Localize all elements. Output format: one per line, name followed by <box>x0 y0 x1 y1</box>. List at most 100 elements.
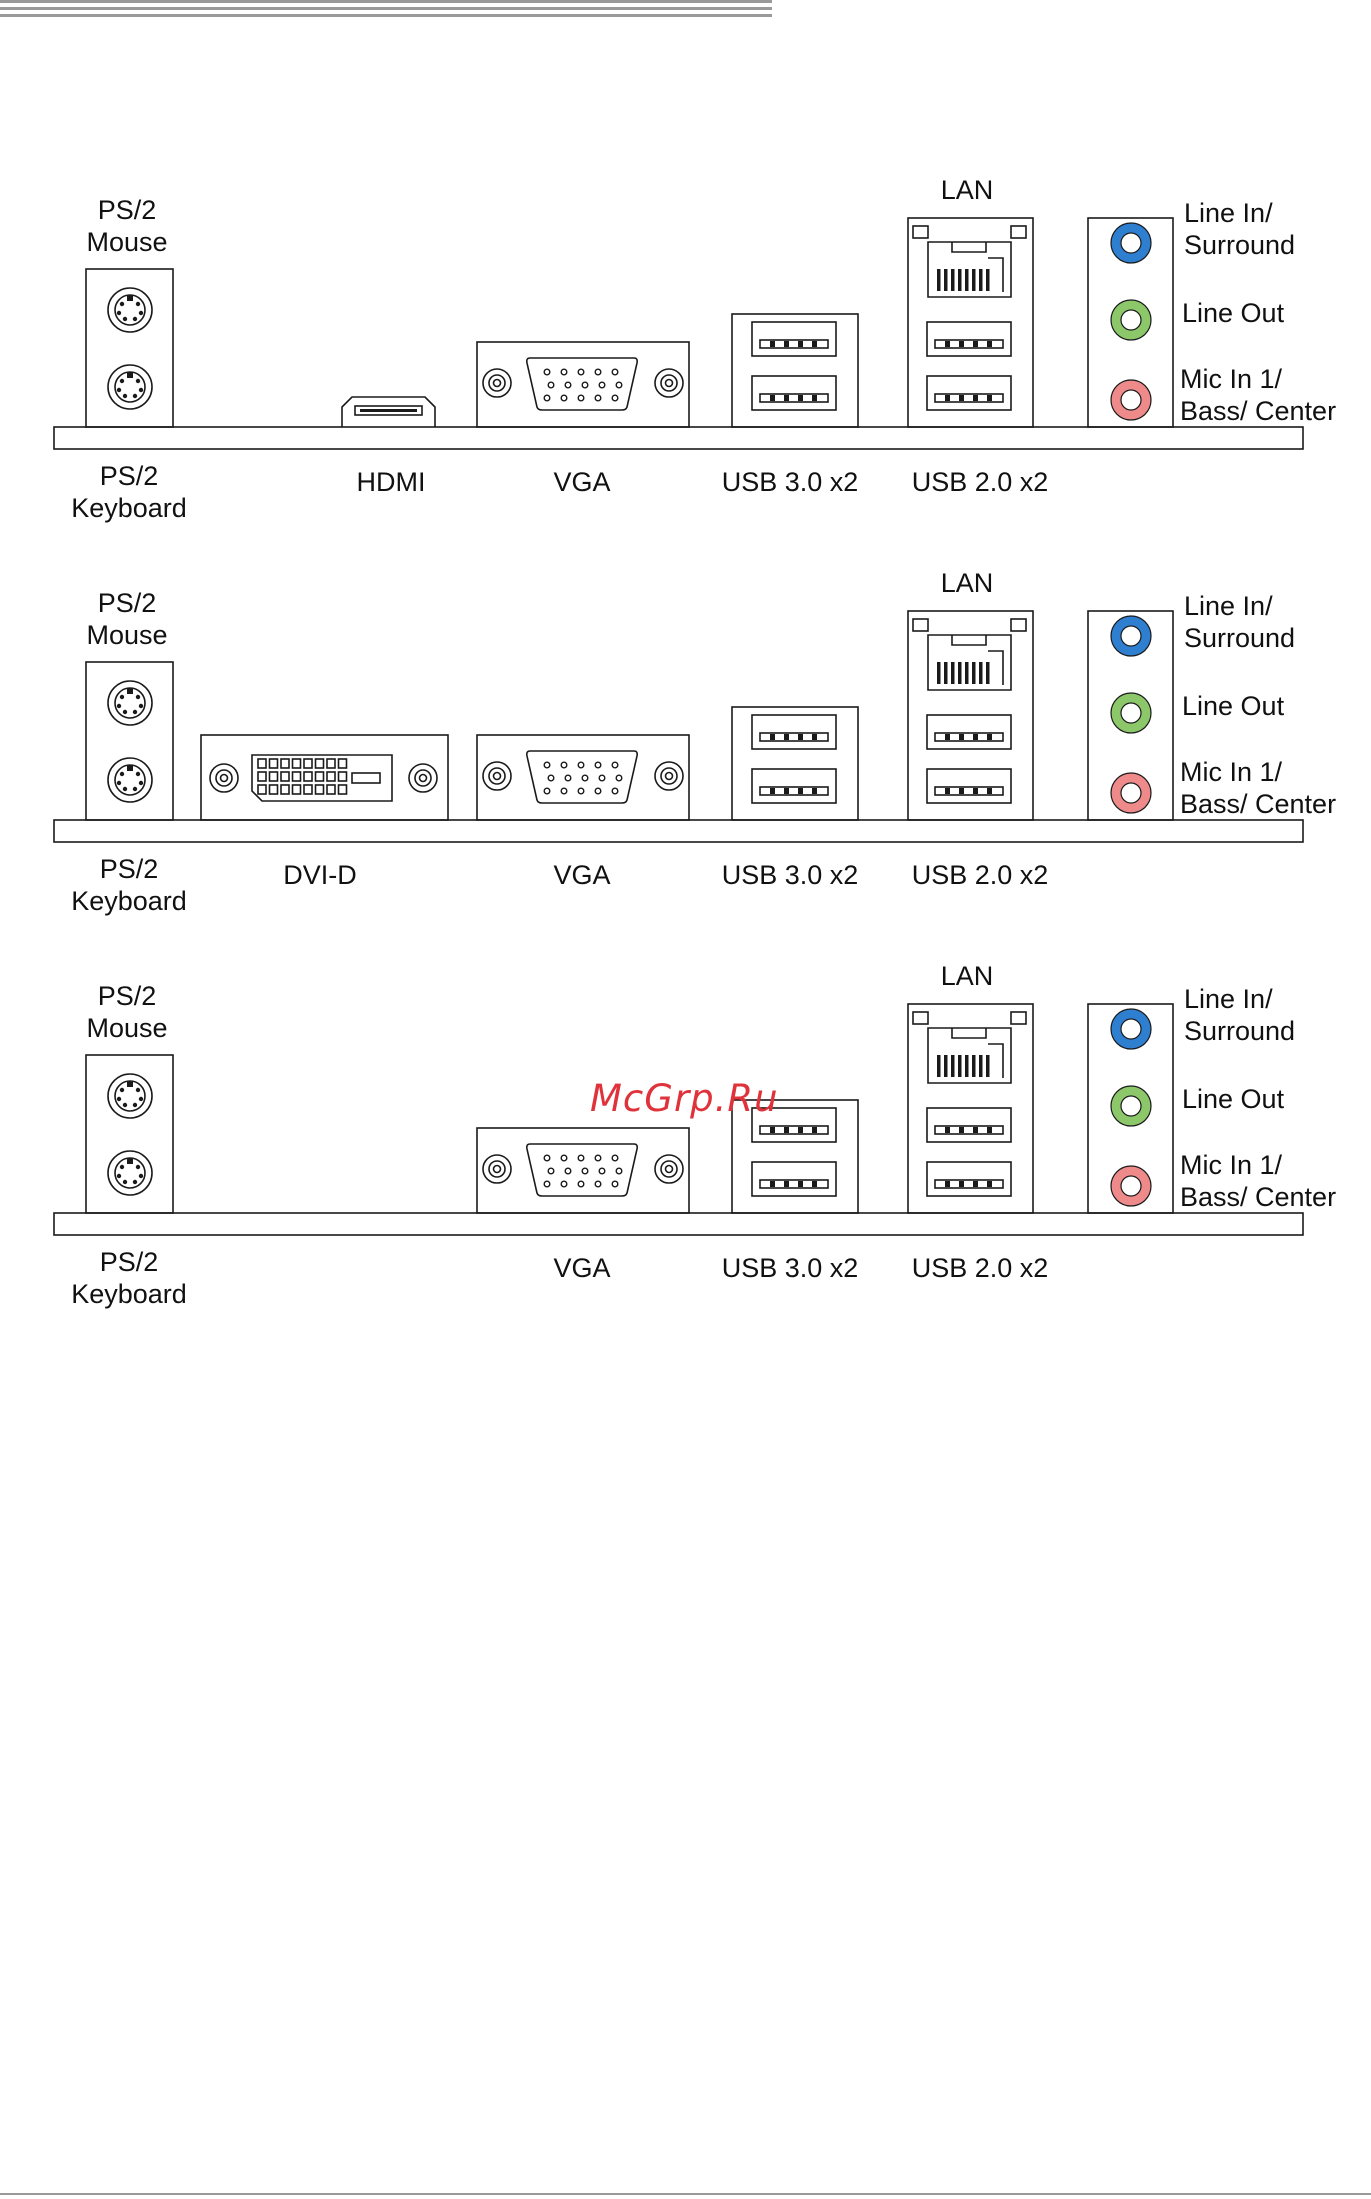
vga-pin <box>594 368 602 376</box>
lan-contact <box>972 269 976 291</box>
vga-pin <box>577 394 585 402</box>
dvi-pin <box>337 784 348 795</box>
vga-pin <box>560 368 568 376</box>
ps2-mouse-port-pin <box>132 316 138 322</box>
ps2-keyboard-port-pin <box>135 771 141 777</box>
usb3-port-top-contact <box>770 341 775 347</box>
vga-pin <box>560 394 568 402</box>
dvi-pin <box>280 771 290 782</box>
usb2-label: USB 2.0 x2 <box>911 1253 1049 1283</box>
vga-screw-right-inner <box>660 767 678 785</box>
vga-screw-right <box>654 761 684 791</box>
usb2-port-top-contact <box>973 1127 978 1133</box>
io-panel-hdmi: PS/2 Mouse PS/2 Keyboard HDMI VGA USB 3.… <box>0 175 1371 540</box>
mic-in-label: Mic In 1/ Bass/ Center <box>1180 757 1337 819</box>
vga-pin <box>564 1167 572 1175</box>
ps2-bracket <box>85 1054 174 1214</box>
lan-contact <box>958 1055 962 1077</box>
line-out-label: Line Out <box>1182 1084 1285 1114</box>
vga-screw-right-core <box>664 378 674 388</box>
mic-in-jack-hole <box>1120 782 1142 804</box>
usb2-port-bottom-tongue <box>934 393 1004 403</box>
lan-led-right <box>1010 1011 1027 1025</box>
ps2-mouse-port-key <box>127 688 133 694</box>
vga-pin <box>543 787 551 795</box>
usb2-port-bottom-contact <box>959 1181 964 1187</box>
ps2-mouse-port <box>107 680 153 726</box>
dvi-screw-right <box>408 763 438 793</box>
lan-spring <box>988 257 1004 292</box>
ps2-mouse-port-pin <box>132 1102 138 1108</box>
line-out-jack-hole <box>1120 1095 1142 1117</box>
vga-pin <box>594 1154 602 1162</box>
vga-shell <box>526 750 638 804</box>
ps2-keyboard-port-pin <box>116 387 122 393</box>
usb3-port-top-contact <box>812 1127 817 1133</box>
mic-in-label: Mic In 1/ Bass/ Center <box>1180 1150 1337 1212</box>
line-out-label: Line Out <box>1182 691 1285 721</box>
ps2-keyboard-label: PS/2 Keyboard <box>71 854 187 916</box>
vga-pin <box>564 381 572 389</box>
usb3-port-top-tongue <box>759 339 829 349</box>
vga-pin <box>543 368 551 376</box>
dvi-pin <box>257 784 267 795</box>
vga-pin <box>547 774 555 782</box>
usb3-label: USB 3.0 x2 <box>721 1253 859 1283</box>
dvi-screw-left-core <box>219 773 229 783</box>
vga-screw-right <box>654 1154 684 1184</box>
usb2-port-bottom-contact <box>945 788 950 794</box>
lan-usb2-bracket <box>907 1003 1034 1214</box>
dvi-shell <box>251 754 393 802</box>
usb3-port-top-contact <box>798 341 803 347</box>
dvi-pin <box>280 758 290 769</box>
usb2-port-top-contact <box>987 1127 992 1133</box>
ps2-bracket <box>85 661 174 821</box>
vga-pin <box>564 774 572 782</box>
usb3-port-bottom-contact <box>770 395 775 401</box>
vga-pin <box>581 1167 589 1175</box>
vga-screw-right <box>654 368 684 398</box>
vga-label: VGA <box>553 467 611 497</box>
usb2-port-bottom-contact <box>973 788 978 794</box>
vga-screw-right-inner <box>660 1160 678 1178</box>
lan-port <box>927 241 1012 298</box>
usb2-port-top-tongue <box>934 1125 1004 1135</box>
hdmi-label: HDMI <box>356 467 426 497</box>
usb3-port-bottom-tongue <box>759 786 829 796</box>
usb3-port-top-contact <box>798 1127 803 1133</box>
hdmi-contacts <box>360 409 417 412</box>
ps2-mouse-label: PS/2 Mouse <box>86 588 168 650</box>
lan-led-right <box>1010 225 1027 239</box>
lan-contact <box>937 269 941 291</box>
usb2-label: USB 2.0 x2 <box>911 467 1049 497</box>
usb2-port-bottom-contact <box>973 1181 978 1187</box>
usb2-port-top <box>926 1107 1012 1143</box>
lan-contact <box>937 1055 941 1077</box>
dvi-pin <box>303 771 313 782</box>
ps2-mouse-port-pin <box>135 301 141 307</box>
vga-screw-left <box>482 761 512 791</box>
usb3-port-bottom-tongue <box>759 1179 829 1189</box>
ps2-keyboard-port-pin <box>116 1173 122 1179</box>
usb2-port-bottom-contact <box>987 395 992 401</box>
vga-pin <box>577 368 585 376</box>
ps2-mouse-port-pin <box>138 310 144 316</box>
vga-screw-left-core <box>492 1164 502 1174</box>
lan-contact <box>965 1055 969 1077</box>
lan-led-right <box>1010 618 1027 632</box>
ps2-keyboard-port-pin <box>122 786 128 792</box>
usb3-port-bottom-contact <box>812 788 817 794</box>
vga-pin <box>560 787 568 795</box>
ps2-keyboard-port-pin <box>119 378 125 384</box>
usb3-port-top <box>751 321 837 357</box>
line-out-label: Line Out <box>1182 298 1285 328</box>
audio-bracket <box>1087 610 1174 821</box>
vga-label: VGA <box>553 860 611 890</box>
usb2-port-bottom-tongue <box>934 786 1004 796</box>
usb3-bracket <box>731 706 859 821</box>
ps2-mouse-port-pin <box>135 1087 141 1093</box>
audio-bracket <box>1087 217 1174 428</box>
io-shield-bar <box>53 819 1304 843</box>
usb2-port-top-contact <box>945 1127 950 1133</box>
lan-contact <box>951 662 955 684</box>
